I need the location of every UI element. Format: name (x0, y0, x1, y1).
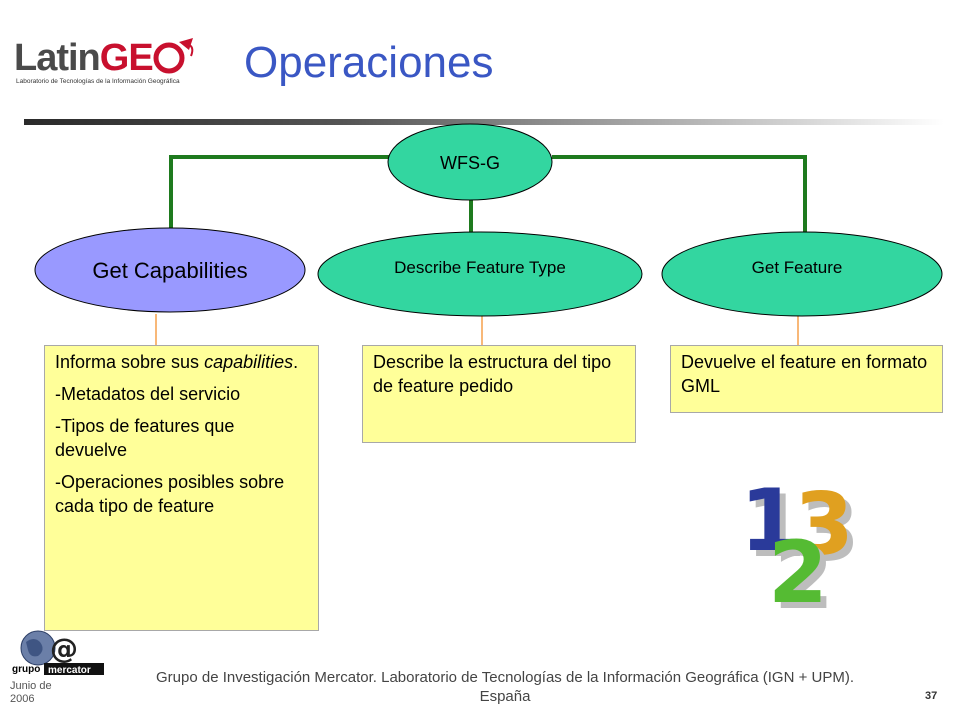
footer-logo-line1: grupo (12, 664, 40, 675)
node-get-capabilities: Get Capabilities (34, 227, 306, 313)
logo-word-geo: GE (99, 37, 154, 79)
numeral-two: 2 (768, 523, 828, 614)
node-get-feature-label: Get Feature (752, 258, 843, 277)
numeral-three: 3 (794, 475, 854, 575)
node-get-capabilities-label: Get Capabilities (92, 258, 247, 283)
logo-globe-icon (153, 38, 193, 74)
node-get-capabilities-ellipse (34, 227, 306, 313)
describe-description-box: Describe la estructura del tipo de featu… (362, 345, 636, 443)
logo-word-latin: Latin (14, 37, 101, 79)
capabilities-item-feature-types: -Tipos de features que devuelve (55, 416, 235, 460)
footer-date-line1: Junio de (10, 680, 52, 692)
logo-subtitle: Laboratorio de Tecnologías de la Informa… (16, 78, 180, 85)
grupo-mercator-logo: @ grupo mercator (12, 630, 104, 676)
capabilities-description-box: Informa sobre sus capabilities. -Metadat… (44, 345, 319, 631)
capabilities-item-operations: -Operaciones posibles sobre cada tipo de… (55, 472, 285, 516)
capabilities-intro-text: Informa sobre sus (55, 352, 205, 372)
node-describe-feature-type-label: Describe Feature Type (394, 258, 566, 277)
connector-right (552, 155, 807, 240)
node-get-feature-ellipse (661, 231, 943, 317)
footer-text-line1: Grupo de Investigación Mercator. Laborat… (156, 669, 854, 686)
numeral-three-shadow: 3 (800, 481, 860, 581)
node-describe-feature-type-ellipse (317, 231, 643, 317)
root-node-label: WFS-G (440, 153, 500, 173)
title-rule (24, 119, 944, 125)
footer-logo-bar (44, 663, 104, 675)
footer-date-line2: 2006 (10, 693, 35, 705)
logo-wordmark: LatinGE (14, 36, 199, 80)
latingeo-logo: LatinGE Laboratorio de Tecnologías de la… (14, 36, 214, 92)
footer-date: Junio de 2006 (10, 680, 70, 706)
feature-description-box: Devuelve el feature en formato GML (670, 345, 943, 413)
root-node-ellipse (387, 123, 553, 201)
node-get-feature: Get Feature (661, 231, 943, 317)
describe-description-text: Describe la estructura del tipo de featu… (373, 352, 612, 396)
connector-left (169, 155, 390, 240)
capabilities-item-metadata: -Metadatos del servicio (55, 384, 241, 404)
page-number: 37 (925, 690, 938, 702)
lead-lines (155, 314, 799, 345)
page-title: Operaciones (244, 38, 494, 87)
root-node: WFS-G (387, 123, 553, 201)
footer-logo-at: @ (50, 632, 78, 665)
numeral-two-shadow: 2 (774, 529, 834, 614)
numeral-one: 1 (740, 474, 800, 571)
footer-text-line2: España (479, 688, 531, 705)
node-describe-feature-type: Describe Feature Type (317, 231, 643, 317)
footer-text: Grupo de Investigación Mercator. Laborat… (110, 668, 900, 706)
numbers-123-art: 1 1 3 3 2 2 (740, 474, 860, 614)
footer-logo-line2: mercator (48, 665, 91, 676)
numeral-one-shadow: 1 (746, 477, 806, 577)
tree-connectors (169, 155, 807, 240)
capabilities-intro: Informa sobre sus capabilities. (55, 350, 310, 374)
feature-description-text: Devuelve el feature en formato GML (681, 352, 928, 396)
capabilities-intro-suffix: . (293, 352, 299, 372)
capabilities-intro-italic: capabilities (204, 352, 294, 372)
